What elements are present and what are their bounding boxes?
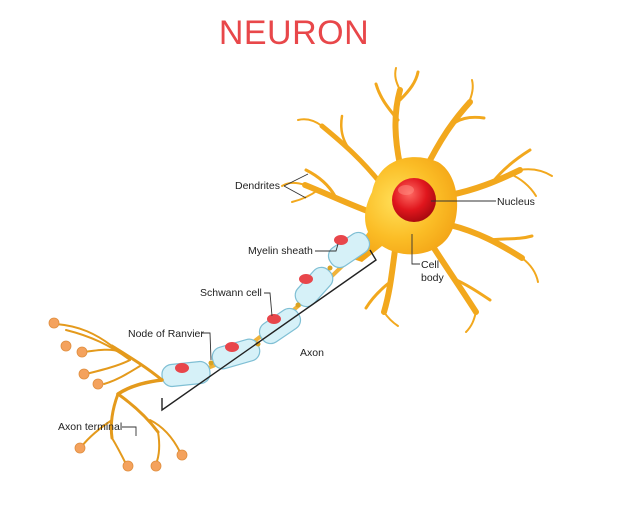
nucleus: [392, 178, 436, 222]
label-dendrites: Dendrites: [235, 180, 280, 192]
axon-bracket: [161, 249, 377, 412]
schwann-cell-leader: [264, 292, 273, 317]
myelin-segment: [258, 307, 302, 345]
bouton: [78, 368, 90, 380]
myelin-segment: [211, 338, 261, 370]
myelin-segment: [161, 360, 211, 388]
schwann-nucleus: [334, 235, 348, 245]
ranvier-node: [327, 265, 333, 271]
leader-lines: [122, 173, 496, 436]
label-myelin-sheath: Myelin sheath: [248, 245, 313, 257]
bouton: [176, 449, 188, 461]
label-cell-body-line1: Cell: [421, 259, 439, 271]
node-of-ranvier-leader: [202, 332, 212, 361]
cell-body-leader: [411, 234, 420, 265]
bouton: [150, 460, 162, 472]
dendrites-leader: [283, 173, 309, 199]
ranvier-node: [295, 302, 301, 308]
schwann-nucleus: [267, 314, 281, 324]
label-schwann-cell: Schwann cell: [200, 287, 262, 299]
bouton: [92, 378, 104, 390]
schwann-nucleus: [175, 363, 189, 373]
bouton: [74, 442, 86, 454]
label-node-of-ranvier: Node of Ranvier: [128, 328, 204, 340]
schwann-nucleus: [225, 342, 239, 352]
bouton: [48, 317, 60, 329]
bouton: [76, 346, 88, 358]
schwann-nucleus: [299, 274, 313, 284]
label-cell-body-line2: body: [421, 272, 445, 284]
label-nucleus: Nucleus: [497, 196, 535, 208]
synaptic-boutons: [48, 317, 188, 472]
myelin-sheath-segments: [161, 231, 371, 388]
label-axon: Axon: [300, 347, 324, 359]
nucleus-highlight: [398, 185, 414, 195]
diagram-title: NEURON: [219, 14, 369, 52]
axon-terminal-leader: [122, 426, 137, 436]
bouton: [122, 460, 134, 472]
nodes-of-ranvier: [208, 265, 333, 366]
label-axon-terminal: Axon terminal: [58, 421, 122, 433]
schwann-cell-nuclei: [175, 235, 348, 373]
axon-terminal-branches: [55, 323, 181, 465]
ranvier-node: [208, 360, 214, 366]
myelin-sheath-leader: [315, 243, 339, 252]
bouton: [60, 340, 72, 352]
